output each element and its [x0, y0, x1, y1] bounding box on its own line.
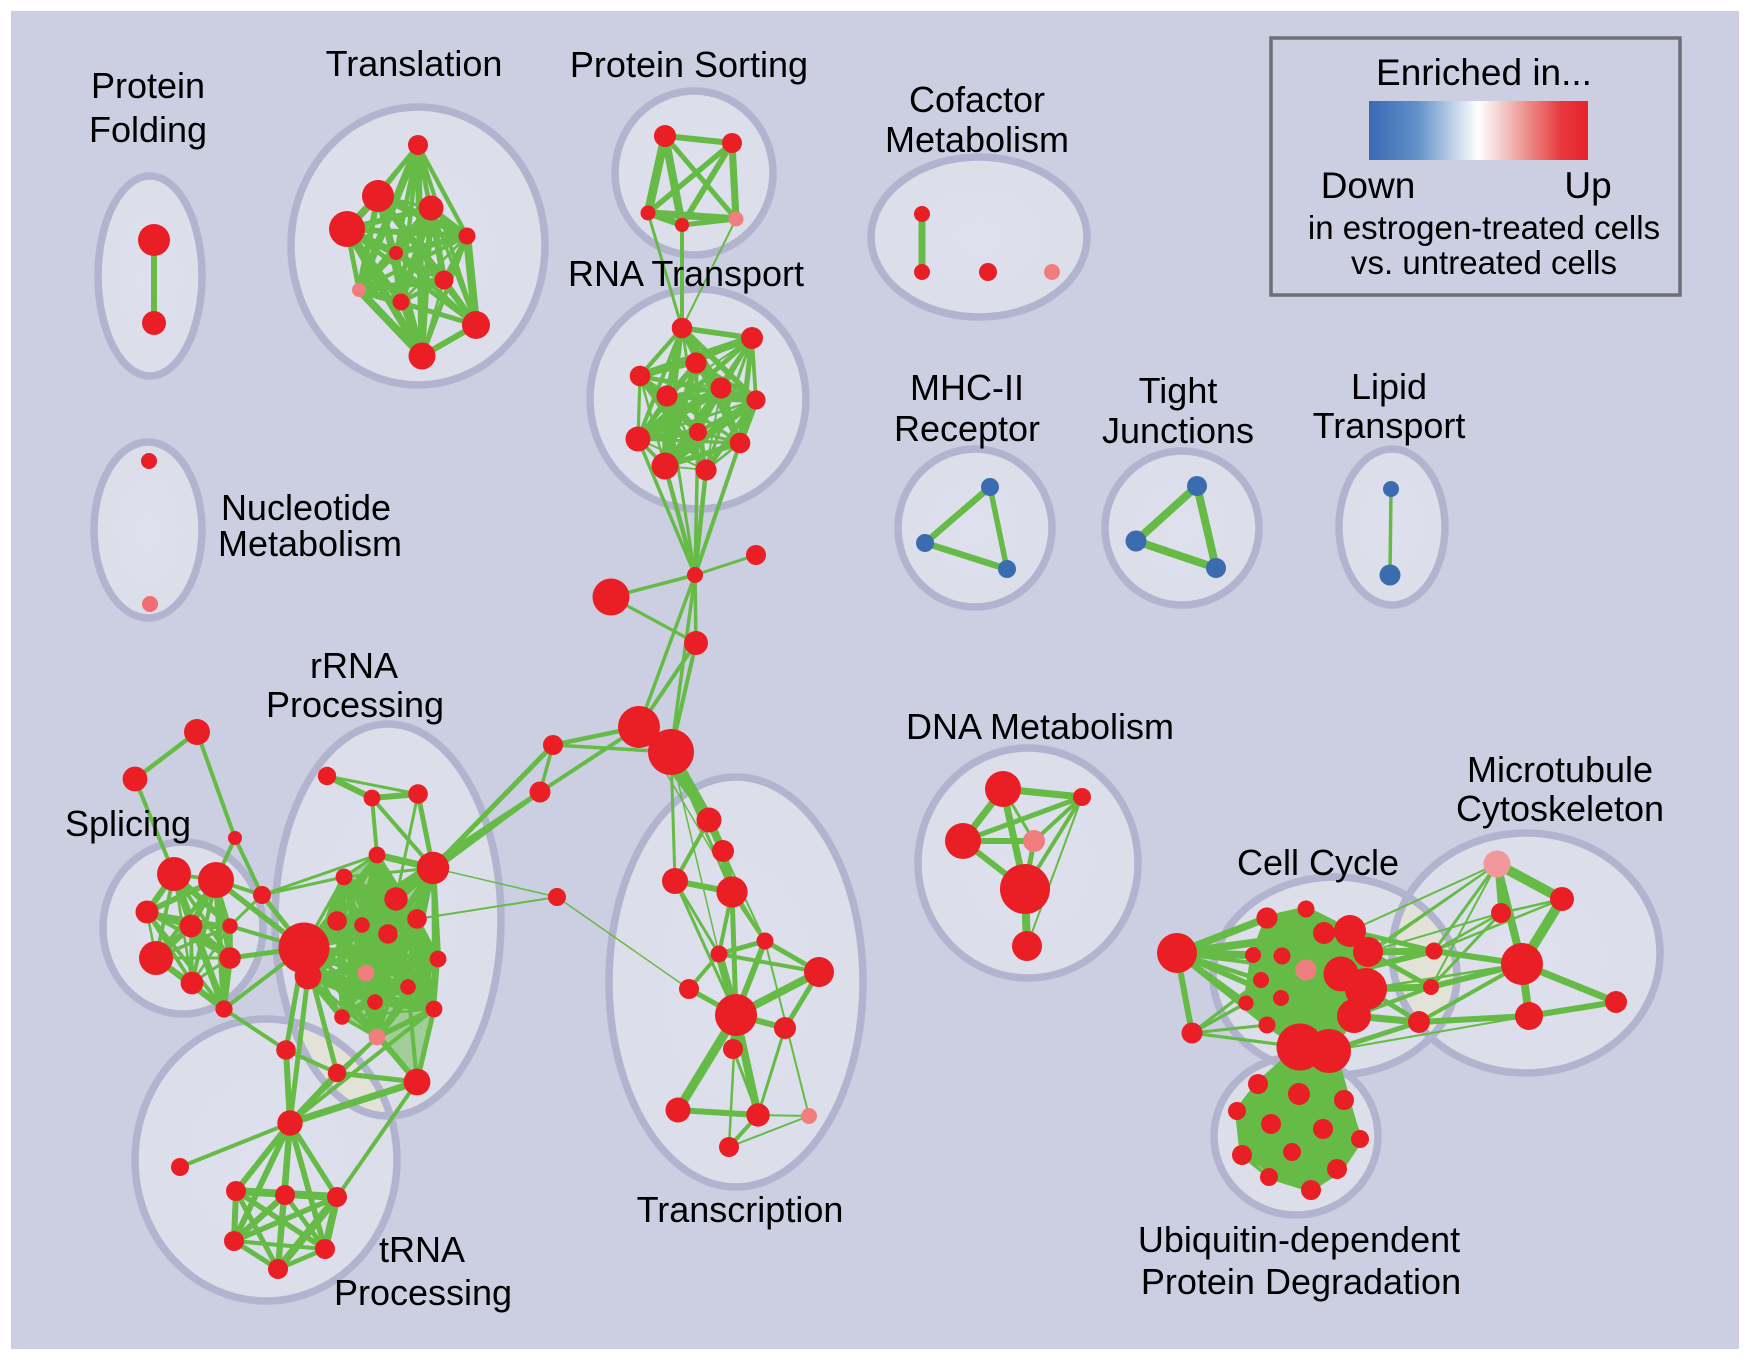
svg-text:Transcription: Transcription — [637, 1189, 844, 1230]
svg-text:Processing: Processing — [334, 1272, 512, 1313]
svg-text:Junctions: Junctions — [1102, 410, 1254, 451]
svg-text:Receptor: Receptor — [894, 408, 1040, 449]
svg-text:Processing: Processing — [266, 684, 444, 725]
svg-text:Ubiquitin-dependent: Ubiquitin-dependent — [1138, 1219, 1460, 1260]
svg-text:Cofactor: Cofactor — [909, 79, 1045, 120]
svg-text:in estrogen-treated cells: in estrogen-treated cells — [1308, 209, 1660, 246]
svg-text:RNA Transport: RNA Transport — [568, 253, 804, 294]
svg-text:Folding: Folding — [89, 109, 207, 150]
svg-text:Protein Sorting: Protein Sorting — [570, 44, 808, 85]
svg-text:Translation: Translation — [326, 43, 503, 84]
svg-text:Transport: Transport — [1313, 405, 1466, 446]
svg-text:Down: Down — [1321, 165, 1416, 206]
svg-text:Lipid: Lipid — [1351, 366, 1427, 407]
svg-text:DNA Metabolism: DNA Metabolism — [906, 706, 1174, 747]
svg-text:vs. untreated cells: vs. untreated cells — [1351, 244, 1617, 281]
svg-text:Microtubule: Microtubule — [1467, 749, 1653, 790]
svg-text:Metabolism: Metabolism — [885, 119, 1069, 160]
svg-text:MHC-II: MHC-II — [910, 367, 1024, 408]
svg-text:Splicing: Splicing — [65, 803, 191, 844]
svg-text:Protein Degradation: Protein Degradation — [1141, 1261, 1461, 1302]
svg-text:Nucleotide: Nucleotide — [221, 487, 391, 528]
svg-text:Metabolism: Metabolism — [218, 523, 402, 564]
svg-text:Tight: Tight — [1139, 370, 1218, 411]
svg-text:Cytoskeleton: Cytoskeleton — [1456, 788, 1664, 829]
svg-text:tRNA: tRNA — [379, 1229, 465, 1270]
svg-text:Protein: Protein — [91, 65, 205, 106]
svg-text:Enriched in...: Enriched in... — [1376, 52, 1592, 93]
svg-text:Cell Cycle: Cell Cycle — [1237, 842, 1399, 883]
svg-text:rRNA: rRNA — [310, 645, 398, 686]
svg-text:Up: Up — [1564, 165, 1611, 206]
